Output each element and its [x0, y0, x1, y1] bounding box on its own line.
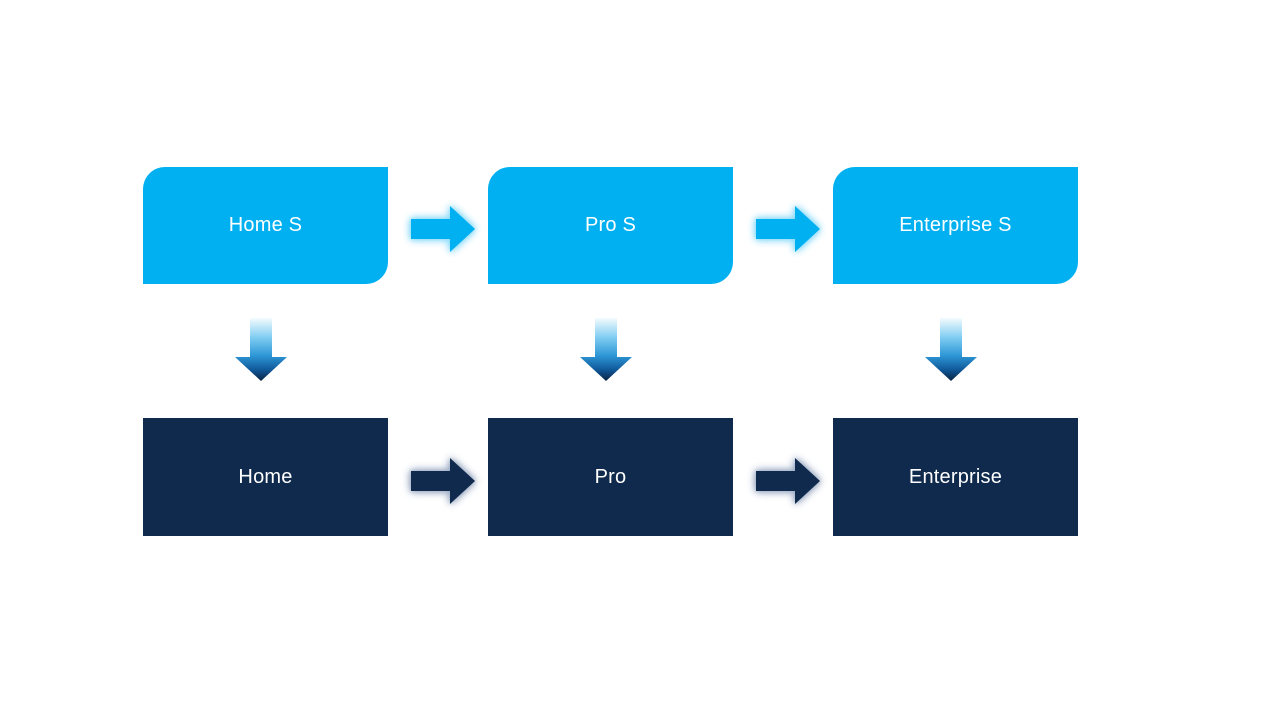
node-pro-s: Pro S: [488, 167, 733, 284]
node-pro: Pro: [488, 418, 733, 536]
node-label: Pro: [594, 465, 627, 488]
node-enterprise: Enterprise: [833, 418, 1078, 536]
node-label: Pro S: [584, 214, 637, 236]
node-label: Home S: [228, 214, 303, 236]
node-home: Home: [143, 418, 388, 536]
node-label: Enterprise: [908, 465, 1003, 488]
node-home-s: Home S: [143, 167, 388, 284]
node-enterprise-s: Enterprise S: [833, 167, 1078, 284]
node-label: Enterprise S: [899, 214, 1012, 236]
down-arrow-home-s-to-home: [235, 318, 287, 381]
down-arrow-enterprise-s-to-enterprise: [925, 318, 977, 381]
right-arrow-pro-to-enterprise: [756, 458, 820, 504]
right-arrow-home-to-pro: [411, 458, 475, 504]
down-arrow-pro-s-to-pro: [580, 318, 632, 381]
right-arrow-home-s-to-pro-s: [411, 206, 475, 252]
node-label: Home: [238, 465, 293, 488]
right-arrow-pro-s-to-enterprise-s: [756, 206, 820, 252]
